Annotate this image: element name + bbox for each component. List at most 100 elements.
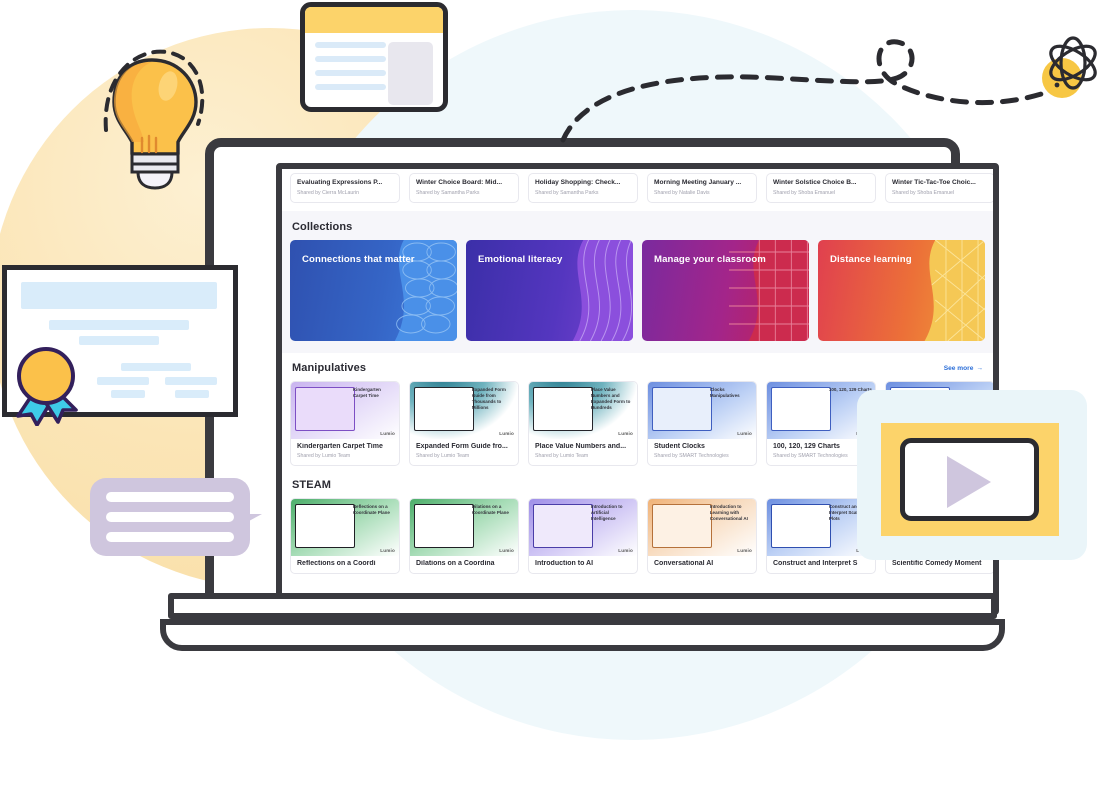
manipulatives-header: Manipulatives See more → — [292, 362, 983, 374]
award-medal-icon — [16, 347, 78, 426]
resource-thumbnail: Expanded Form Guide from Thousands to Mi… — [410, 382, 518, 440]
browser-window-card — [300, 2, 448, 112]
shared-card-title: Winter Tic-Tac-Toe Choic... — [892, 179, 976, 186]
thumbnail-title: Place Value Numbers and Expanded Form to… — [590, 387, 631, 411]
resource-title: 100, 120, 129 Charts — [773, 443, 840, 451]
resource-card[interactable]: Introduction to Artificial Intelligence … — [528, 498, 638, 575]
browser-text-line — [315, 56, 386, 62]
laptop-base-bottom — [160, 619, 1005, 651]
laptop-base-top — [168, 593, 997, 619]
resource-card-body: Conversational AI — [648, 556, 756, 573]
lumio-brand: Lumio — [499, 548, 514, 554]
lumio-brand: Lumio — [737, 548, 752, 554]
resource-title: Kindergarten Carpet Time — [297, 443, 383, 451]
shared-card-author: Shared by Cierra McLaurin — [297, 190, 359, 197]
collection-card-distance[interactable]: Distance learning — [818, 240, 985, 342]
thumbnail-title: Clocks Manipulatives — [709, 387, 740, 399]
shared-card-author: Shared by Shoba Emanuel — [892, 190, 955, 197]
shared-card[interactable]: Winter Solstice Choice B... Shared by Sh… — [766, 173, 876, 204]
resource-author: Shared by Lumio Team — [416, 453, 470, 460]
collections-header: Collections — [292, 221, 983, 233]
speech-bubble-line — [106, 532, 234, 542]
certificate-line — [79, 336, 159, 345]
resource-card[interactable]: Kindergarten Carpet Time Lumio Kindergar… — [290, 381, 400, 467]
thumbnail-title: Kindergarten Carpet Time — [352, 387, 381, 399]
shared-card-title: Evaluating Expressions P... — [297, 179, 383, 186]
thumbnail-title: Introduction to Artificial Intelligence — [590, 504, 623, 522]
resource-thumbnail: Clocks Manipulatives Lumio — [648, 382, 756, 440]
shared-card[interactable]: Winter Tic-Tac-Toe Choic... Shared by Sh… — [885, 173, 993, 204]
resource-title: Dilations on a Coordina — [416, 560, 495, 568]
lumio-brand: Lumio — [499, 431, 514, 437]
resource-card-body: 100, 120, 129 Charts Shared by SMART Tec… — [767, 439, 875, 465]
speech-bubble-line — [106, 512, 234, 522]
resource-title: Reflections on a Coordi — [297, 560, 376, 568]
collection-card-connections[interactable]: Connections that matter — [290, 240, 457, 342]
collection-card-emotional[interactable]: Emotional literacy — [466, 240, 633, 342]
laptop-lid: Evaluating Expressions P... Shared by Ci… — [205, 138, 999, 616]
certificate-line — [97, 377, 149, 385]
collection-label: Distance learning — [830, 254, 912, 266]
shared-card[interactable]: Morning Meeting January ... Shared by Na… — [647, 173, 757, 204]
collections-row: Connections that matter — [290, 240, 985, 342]
browser-text-line — [315, 42, 386, 48]
resource-thumbnail: Dilations on a Coordinate Plane Lumio — [410, 499, 518, 557]
resource-card[interactable]: Reflections on a Coordinate Plane Lumio … — [290, 498, 400, 575]
collection-pattern-ovals — [377, 240, 457, 342]
see-more-link[interactable]: See more → — [944, 365, 983, 372]
resource-title: Introduction to AI — [535, 560, 594, 568]
shared-card-title: Winter Solstice Choice B... — [773, 179, 857, 186]
resource-author: Shared by Lumio Team — [297, 453, 351, 460]
shared-card-author: Shared by Shoba Emanuel — [773, 190, 836, 197]
see-more-label: See more — [943, 364, 974, 372]
resource-thumbnail: Introduction to Artificial Intelligence … — [529, 499, 637, 557]
shared-card[interactable]: Winter Choice Board: Mid... Shared by Sa… — [409, 173, 519, 204]
shared-cards-row: Evaluating Expressions P... Shared by Ci… — [282, 169, 993, 212]
certificate-line — [165, 377, 217, 385]
resource-thumbnail: Kindergarten Carpet Time Lumio — [291, 382, 399, 440]
collection-card-manage[interactable]: Manage your classroom — [642, 240, 809, 342]
arrow-right-icon: → — [976, 364, 983, 372]
thumbnail-title: Expanded Form Guide from Thousands to Mi… — [471, 387, 506, 411]
certificate-banner — [21, 282, 217, 309]
resource-card-body: Expanded Form Guide fro... Shared by Lum… — [410, 439, 518, 465]
collections-section: Collections — [282, 211, 993, 354]
certificate-line — [49, 320, 189, 330]
browser-text-line — [315, 84, 386, 90]
collection-pattern-triangles — [905, 240, 985, 342]
thumbnail-title: 100, 120, 129 Charts — [828, 387, 872, 393]
collection-label: Emotional literacy — [478, 254, 563, 266]
resource-card[interactable]: Introduction to Learning with Conversati… — [647, 498, 757, 575]
dashed-flight-path — [560, 39, 1082, 143]
resource-title: Conversational AI — [654, 560, 714, 568]
certificate-card — [2, 265, 238, 426]
browser-text-line — [315, 70, 386, 76]
collection-label: Manage your classroom — [654, 254, 766, 266]
shared-card-author: Shared by Samantha Parks — [535, 190, 599, 197]
resource-card-body: Construct and Interpret S — [767, 556, 875, 573]
resource-card-body: Student Clocks Shared by SMART Technolog… — [648, 439, 756, 465]
speech-bubble — [90, 478, 250, 556]
shared-card-title: Holiday Shopping: Check... — [535, 179, 621, 186]
resource-card[interactable]: Expanded Form Guide from Thousands to Mi… — [409, 381, 519, 467]
certificate-line — [121, 363, 191, 371]
lumio-brand: Lumio — [618, 548, 633, 554]
resource-title: Construct and Interpret S — [773, 560, 858, 568]
resource-card[interactable]: Place Value Numbers and Expanded Form to… — [528, 381, 638, 467]
browser-body — [305, 33, 443, 107]
thumbnail-title: Dilations on a Coordinate Plane — [471, 504, 509, 516]
shared-card[interactable]: Holiday Shopping: Check... Shared by Sam… — [528, 173, 638, 204]
shared-card[interactable]: Evaluating Expressions P... Shared by Ci… — [290, 173, 400, 204]
lumio-brand: Lumio — [380, 431, 395, 437]
play-icon[interactable] — [947, 456, 991, 508]
steam-header: STEAM — [292, 479, 983, 491]
resource-title: Expanded Form Guide fro... — [416, 443, 508, 451]
resource-card[interactable]: Clocks Manipulatives Lumio Student Clock… — [647, 381, 757, 467]
collection-pattern-waves — [553, 240, 633, 342]
resource-card[interactable]: Dilations on a Coordinate Plane Lumio Di… — [409, 498, 519, 575]
collections-heading: Collections — [292, 221, 353, 234]
certificate-line — [175, 390, 209, 398]
speech-bubble-line — [106, 492, 234, 502]
resource-card-body: Introduction to AI — [529, 556, 637, 573]
resource-title: Place Value Numbers and... — [535, 443, 627, 451]
